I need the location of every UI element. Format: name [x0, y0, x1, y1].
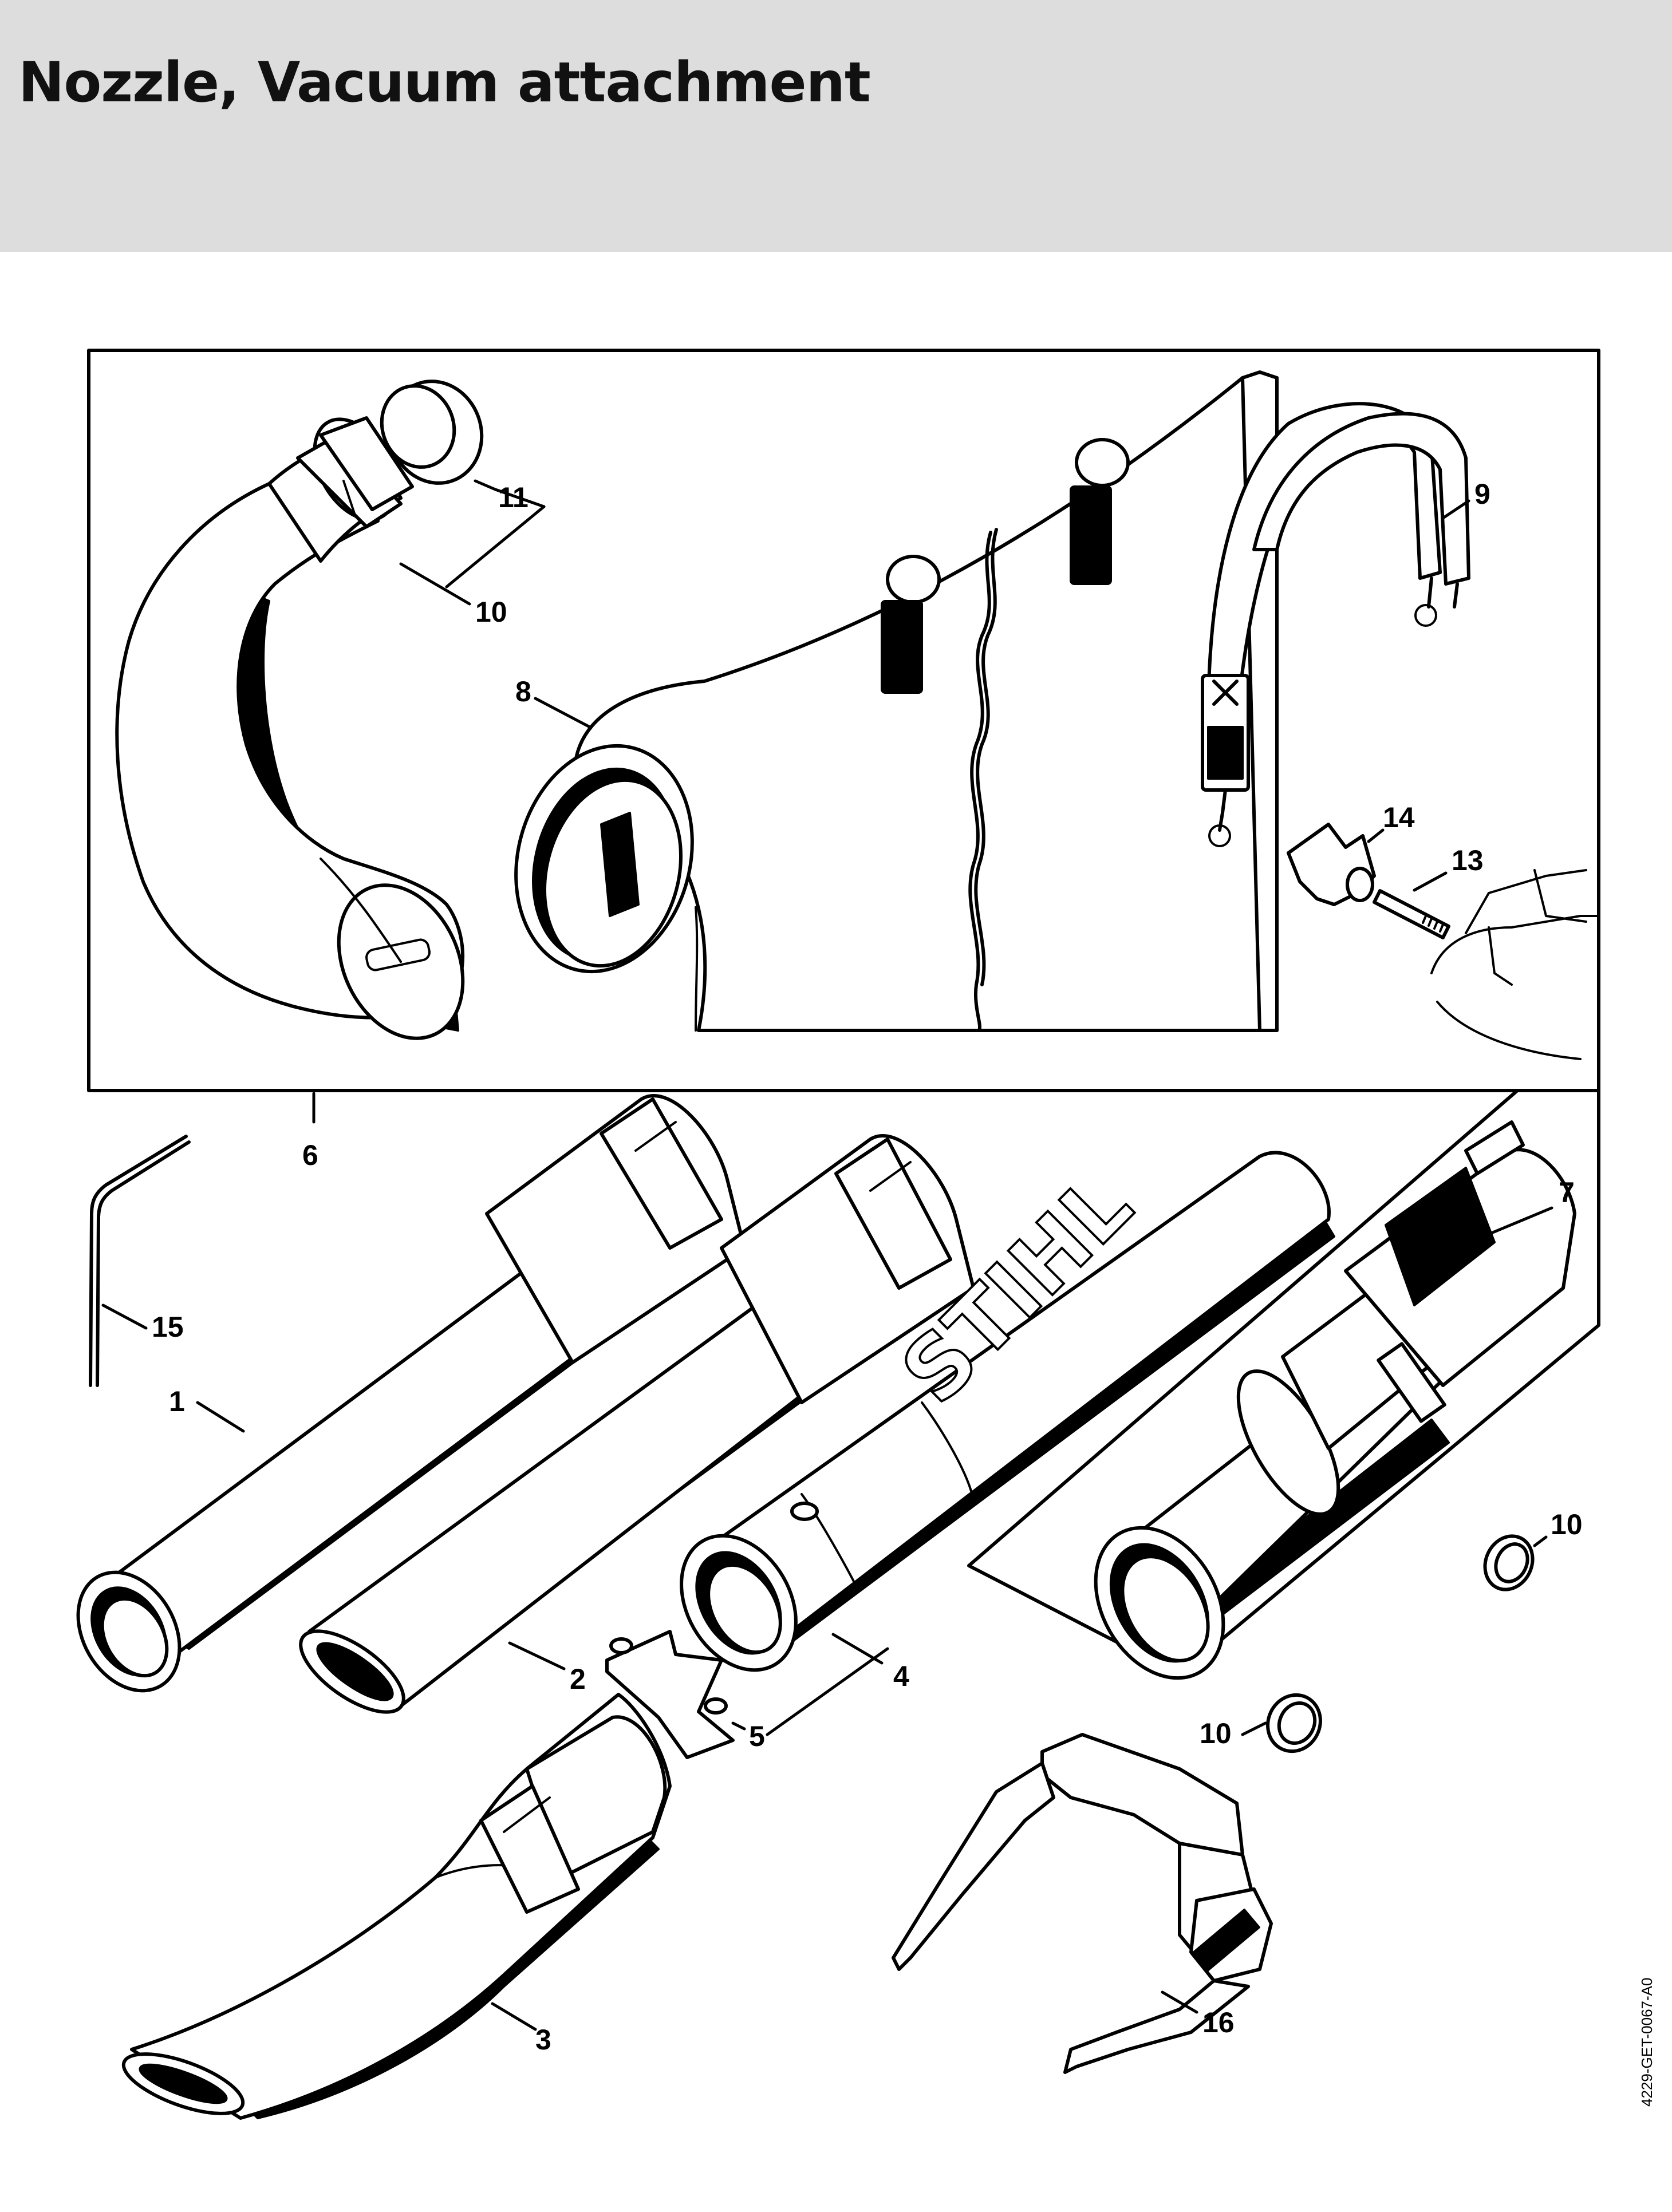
part-12-ring	[380, 380, 484, 485]
part-1-blower-tube-round	[76, 1094, 746, 1693]
label-part-10-upper: 10	[1551, 1508, 1583, 1540]
label-part-16: 16	[1202, 2006, 1235, 2039]
label-part-11: 10	[475, 596, 507, 628]
part-15-hex-key	[89, 1135, 191, 1387]
label-part-2: 2	[570, 1663, 586, 1695]
label-part-14: 14	[1383, 801, 1415, 834]
label-part-5: 5	[749, 1720, 765, 1752]
part-5-baffle	[605, 1630, 735, 1759]
label-part-1: 1	[169, 1385, 185, 1417]
label-part-15: 15	[152, 1311, 184, 1343]
drawing-code: 4229-GET-0067-A0	[1638, 1978, 1655, 2107]
part-8-collection-bag	[514, 370, 1279, 1032]
part-9-shoulder-strap	[1201, 402, 1470, 847]
label-part-9: 9	[1474, 478, 1490, 510]
blower-housing-stub	[1430, 869, 1600, 1060]
label-part-7: 7	[1559, 1176, 1575, 1208]
label-part-4: 4	[893, 1660, 909, 1692]
leader-lines	[101, 479, 1553, 2031]
label-part-6: 6	[302, 1139, 318, 1171]
part-3-curved-nozzle	[121, 1693, 672, 2120]
part-16-safety-glasses	[892, 1733, 1273, 2074]
part-14-star-knob	[1287, 823, 1376, 906]
label-part-3: 3	[535, 2024, 551, 2056]
header-bar: Nozzle, Vacuum attachment	[0, 0, 1672, 252]
label-part-13: 13	[1452, 844, 1484, 876]
part-2-blower-tube-flat	[299, 1134, 975, 1714]
label-part-8: 8	[515, 676, 531, 708]
label-part-12: 11	[498, 481, 529, 514]
part-10-o-ring-upper	[1483, 1534, 1535, 1591]
part-13-screw	[1373, 889, 1450, 939]
page-title: Nozzle, Vacuum attachment	[18, 50, 871, 114]
kit-outline	[87, 349, 1600, 1676]
part-11-vacuum-tube	[115, 416, 465, 1040]
bag-strap-loop-right	[1070, 438, 1130, 585]
part-10-o-ring-lower	[1266, 1693, 1322, 1753]
part-7-vacuum-adapter	[1094, 1120, 1576, 1680]
label-part-10-lower: 10	[1200, 1717, 1232, 1749]
bag-strap-loop-left	[881, 555, 941, 694]
